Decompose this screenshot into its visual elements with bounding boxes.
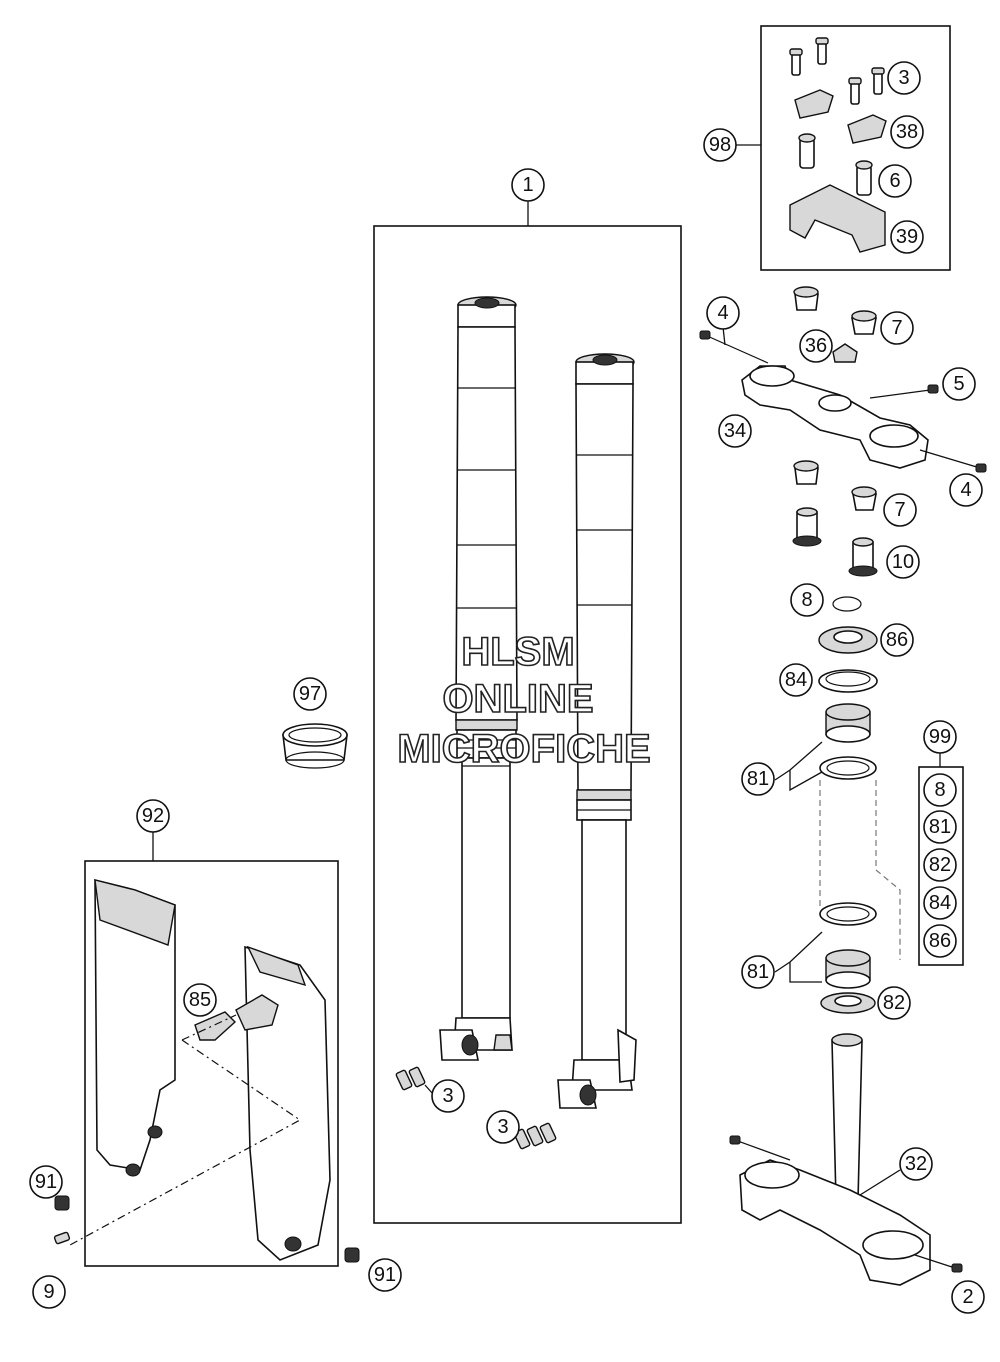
- callout-7-top-label: 7: [891, 317, 902, 339]
- callout-39[interactable]: 39: [890, 220, 924, 254]
- callout-kit-84[interactable]: 84: [923, 886, 957, 920]
- callout-39-label: 39: [896, 226, 918, 248]
- callout-9-label: 9: [43, 1281, 54, 1303]
- callout-3-top-label: 3: [898, 67, 909, 89]
- callout-1-label: 1: [522, 174, 533, 196]
- steering-head-parts: [818, 596, 901, 1014]
- callout-7-bot[interactable]: 7: [883, 493, 917, 527]
- bearing-kit-box: [918, 766, 964, 966]
- callout-kit-8-label: 8: [934, 779, 945, 801]
- callout-81-bot-label: 81: [747, 961, 769, 983]
- callout-3-top[interactable]: 3: [887, 61, 921, 95]
- upper-triple-clamp: [699, 286, 987, 473]
- callout-82-label: 82: [883, 992, 905, 1014]
- callout-32[interactable]: 32: [899, 1147, 933, 1181]
- callout-4-top[interactable]: 4: [706, 296, 740, 330]
- clamp-kit-box: [760, 25, 951, 271]
- ring-97: [282, 723, 348, 769]
- callout-3-low[interactable]: 3: [486, 1110, 520, 1144]
- callout-7-top[interactable]: 7: [880, 311, 914, 345]
- callout-92-label: 92: [142, 805, 164, 827]
- watermark: HLSM ONLINE MICROFICHE: [397, 629, 652, 772]
- callout-8-label: 8: [801, 589, 812, 611]
- clamp-kit-parts: [789, 37, 887, 253]
- callout-4-bot-label: 4: [960, 479, 971, 501]
- callout-36-label: 36: [805, 335, 827, 357]
- callout-85-label: 85: [189, 989, 211, 1011]
- callout-6-label: 6: [889, 170, 900, 192]
- callout-5[interactable]: 5: [942, 367, 976, 401]
- callout-4-top-label: 4: [717, 302, 728, 324]
- callout-8[interactable]: 8: [790, 583, 824, 617]
- callout-36[interactable]: 36: [799, 329, 833, 363]
- callout-91-right[interactable]: 91: [368, 1258, 402, 1292]
- callout-kit-86-label: 86: [929, 930, 951, 952]
- fork-guard-box: [84, 860, 339, 1267]
- callout-38[interactable]: 38: [890, 115, 924, 149]
- callout-82[interactable]: 82: [877, 986, 911, 1020]
- callout-99-label: 99: [929, 726, 951, 748]
- callout-97[interactable]: 97: [293, 677, 327, 711]
- callout-3-mid-label: 3: [442, 1085, 453, 1107]
- callout-91-right-label: 91: [374, 1264, 396, 1286]
- callout-91-left[interactable]: 91: [29, 1165, 63, 1199]
- callout-kit-82[interactable]: 82: [923, 848, 957, 882]
- callout-4-bot[interactable]: 4: [949, 473, 983, 507]
- callout-84[interactable]: 84: [779, 663, 813, 697]
- callout-kit-81-label: 81: [929, 816, 951, 838]
- callout-98[interactable]: 98: [703, 128, 737, 162]
- callout-3-mid[interactable]: 3: [431, 1079, 465, 1113]
- callout-3-low-label: 3: [497, 1116, 508, 1138]
- callout-97-label: 97: [299, 683, 321, 705]
- callouts: 1 3 38 98 6 39 4 7 36 5 34 4 7 10 8 86 8…: [29, 61, 985, 1314]
- fork-guards: [53, 878, 360, 1263]
- fork-bolts-low: [513, 1122, 557, 1150]
- callout-1[interactable]: 1: [511, 168, 545, 202]
- callout-2-label: 2: [962, 1286, 973, 1308]
- callout-91-left-label: 91: [35, 1171, 57, 1193]
- callout-86-label: 86: [886, 629, 908, 651]
- callout-9[interactable]: 9: [32, 1275, 66, 1309]
- callout-7-bot-label: 7: [894, 499, 905, 521]
- callout-10-label: 10: [892, 551, 914, 573]
- callout-98-label: 98: [709, 134, 731, 156]
- watermark-line-2: ONLINE: [442, 677, 593, 721]
- callout-2[interactable]: 2: [951, 1280, 985, 1314]
- callout-38-label: 38: [896, 121, 918, 143]
- bushings: [792, 460, 878, 577]
- callout-34[interactable]: 34: [718, 414, 752, 448]
- lower-triple-clamp: [729, 1033, 963, 1286]
- callout-6[interactable]: 6: [878, 164, 912, 198]
- callout-81-top[interactable]: 81: [741, 762, 775, 796]
- callout-84-label: 84: [785, 669, 807, 691]
- callout-10[interactable]: 10: [886, 545, 920, 579]
- callout-kit-86[interactable]: 86: [923, 924, 957, 958]
- callout-32-label: 32: [905, 1153, 927, 1175]
- callout-5-label: 5: [953, 373, 964, 395]
- callout-kit-8[interactable]: 8: [923, 773, 957, 807]
- callout-kit-81[interactable]: 81: [923, 810, 957, 844]
- callout-92[interactable]: 92: [136, 799, 170, 833]
- callout-81-bot[interactable]: 81: [741, 955, 775, 989]
- callout-kit-82-label: 82: [929, 854, 951, 876]
- leader-lines: [69, 144, 941, 1246]
- callout-kit-84-label: 84: [929, 892, 951, 914]
- callout-99[interactable]: 99: [923, 720, 957, 754]
- callout-34-label: 34: [724, 420, 746, 442]
- fork-leg-right: [557, 353, 637, 1109]
- callout-81-top-label: 81: [747, 768, 769, 790]
- fork-bolts-mid: [395, 1066, 434, 1095]
- watermark-line-3: MICROFICHE: [397, 727, 650, 771]
- watermark-line-1: HLSM: [461, 630, 574, 674]
- callout-85[interactable]: 85: [183, 983, 217, 1017]
- fork-leg-left: [439, 296, 518, 1061]
- callout-86[interactable]: 86: [880, 623, 914, 657]
